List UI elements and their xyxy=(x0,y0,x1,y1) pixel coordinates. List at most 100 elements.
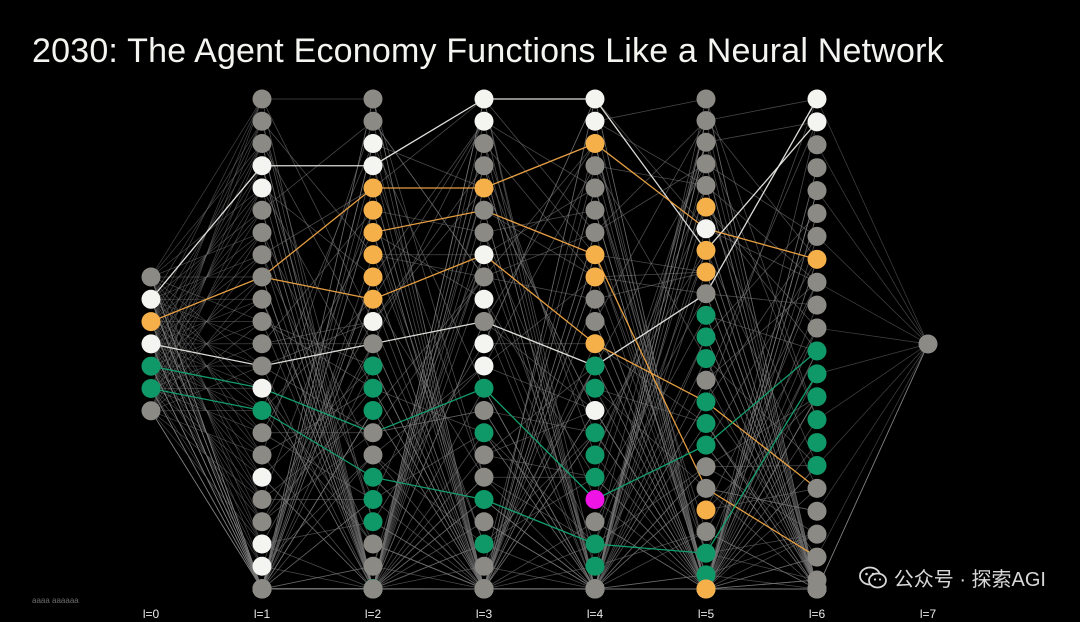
edge-gray xyxy=(705,121,818,590)
node-l1-20 xyxy=(252,534,272,554)
edge-gray xyxy=(261,276,374,590)
edge-gray xyxy=(705,423,818,590)
edge-gray xyxy=(705,396,818,511)
node-l1-6 xyxy=(252,223,272,242)
edge-gray xyxy=(372,143,485,189)
edge-gray xyxy=(705,396,818,468)
edge-gray xyxy=(483,499,596,590)
node-l1-13 xyxy=(252,378,272,398)
edge-gray xyxy=(483,343,596,590)
edge-gray xyxy=(705,236,818,403)
edge-gray xyxy=(483,565,596,590)
node-l2-2 xyxy=(363,134,383,153)
node-l1-35 xyxy=(252,579,272,599)
edge-highlight-green xyxy=(372,476,485,501)
edge-gray xyxy=(705,358,818,590)
node-l2-3 xyxy=(363,156,383,176)
edge-gray xyxy=(483,120,596,189)
edge-highlight-orange xyxy=(372,254,485,300)
node-l4-1 xyxy=(585,111,605,131)
edge-gray xyxy=(483,432,596,590)
edge-gray xyxy=(594,98,707,230)
edge-highlight-orange xyxy=(261,187,374,278)
node-l4-0 xyxy=(585,89,605,109)
edge-gray xyxy=(705,206,818,329)
edge-highlight-green xyxy=(483,498,596,545)
node-l6-2 xyxy=(807,135,827,155)
edge-gray xyxy=(594,120,707,186)
edge-highlight-orange xyxy=(594,142,707,230)
node-l4-6 xyxy=(585,223,605,242)
edge-group-highlighted xyxy=(150,98,818,558)
node-l4-10 xyxy=(585,312,605,331)
node-l3-35 xyxy=(474,579,494,599)
edge-gray xyxy=(705,142,818,590)
node-l3-1 xyxy=(474,111,494,131)
node-l2-20 xyxy=(363,534,383,554)
edge-gray xyxy=(483,143,596,278)
edge-gray xyxy=(594,250,707,545)
edge-highlight-green xyxy=(372,387,485,434)
edge-gray xyxy=(150,299,263,590)
node-l3-18 xyxy=(474,490,494,509)
node-l4-12 xyxy=(585,356,605,376)
node-l4-21 xyxy=(585,556,605,576)
edge-gray xyxy=(261,254,374,590)
edge-gray xyxy=(705,282,818,554)
edge-gray xyxy=(705,281,818,381)
edge-gray xyxy=(261,120,374,256)
node-l5-3 xyxy=(696,154,716,174)
edge-gray xyxy=(705,259,818,590)
edge-gray xyxy=(150,232,263,411)
node-l2-4 xyxy=(363,178,383,198)
edge-gray xyxy=(372,432,485,500)
edge-gray xyxy=(372,121,485,590)
node-l0-0 xyxy=(141,267,161,287)
edge-gray xyxy=(705,213,818,590)
edge-highlight-orange xyxy=(483,142,596,189)
edge-highlight-orange xyxy=(261,276,374,300)
edge-gray xyxy=(705,236,818,590)
node-l2-13 xyxy=(363,378,383,398)
edge-gray xyxy=(705,163,818,590)
edge-gray xyxy=(372,98,485,189)
edge-gray xyxy=(594,271,707,278)
edge-gray xyxy=(705,419,818,590)
edge-gray xyxy=(705,327,818,590)
node-l3-16 xyxy=(474,445,494,465)
edge-gray xyxy=(594,163,707,590)
node-l6-34 xyxy=(807,579,827,599)
edge-gray xyxy=(816,343,929,375)
node-l0-1 xyxy=(141,289,161,309)
edge-gray xyxy=(261,454,374,590)
edge-gray xyxy=(372,187,485,590)
edge-gray xyxy=(594,336,707,590)
edge-gray xyxy=(594,454,707,590)
edge-gray xyxy=(372,299,485,590)
node-l1-8 xyxy=(252,267,272,287)
node-l1-15 xyxy=(252,423,272,443)
edge-gray xyxy=(261,232,374,433)
edge-highlight-white xyxy=(150,343,263,367)
node-l3-17 xyxy=(474,467,494,487)
node-l5-10 xyxy=(696,305,716,325)
node-l1-12 xyxy=(252,356,272,376)
node-l2-7 xyxy=(363,245,383,265)
node-l2-11 xyxy=(363,334,383,354)
edge-gray xyxy=(594,380,707,590)
edge-gray xyxy=(483,232,596,590)
edge-gray xyxy=(705,250,818,489)
node-l2-35 xyxy=(363,579,383,599)
node-l2-5 xyxy=(363,200,383,220)
edge-gray xyxy=(150,98,263,322)
edge-gray xyxy=(705,142,818,420)
node-l6-3 xyxy=(807,158,827,178)
node-l4-15 xyxy=(585,423,605,443)
edge-gray xyxy=(483,98,596,567)
node-l2-6 xyxy=(363,223,383,242)
node-l3-0 xyxy=(474,89,494,109)
edge-gray xyxy=(372,454,485,590)
edge-gray xyxy=(261,98,374,590)
edge-gray xyxy=(150,365,263,412)
edge-gray xyxy=(150,410,263,500)
